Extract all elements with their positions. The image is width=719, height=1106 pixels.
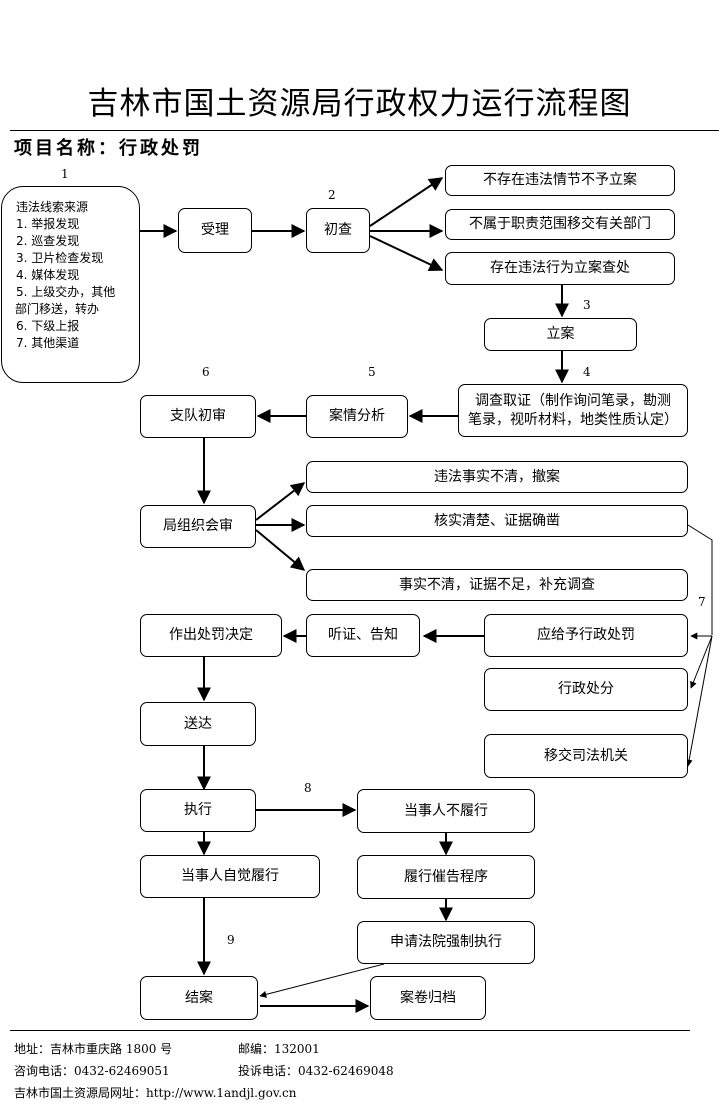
footer-postcode: 邮编：132001 [238,1042,320,1056]
clue-source-heading: 违法线索来源 [16,200,89,214]
node-violation-exists: 存在违法行为立案查处 [445,252,675,285]
clue-source-item: 3. 卫片检查发现 [16,251,104,265]
node-accept: 受理 [178,208,252,253]
step-number-2: 2 [328,188,336,202]
node-team-review: 支队初审 [140,395,256,438]
arrow-court-close [259,963,385,998]
project-name: 项目名称：行政处罚 [14,134,203,160]
step-number-1: 1 [61,167,69,181]
step-number-5: 5 [368,365,376,379]
footer-divider [10,1030,690,1031]
footer-website: 吉林市国土资源局网址：http://www.1andjl.gov.cn [14,1086,297,1100]
step-number-8: 8 [304,781,312,795]
node-bureau-review: 局组织会审 [140,505,256,548]
title-divider [10,130,719,131]
node-case-analysis: 案情分析 [306,395,408,438]
node-court: 申请法院强制执行 [357,921,535,964]
page-title: 吉林市国土资源局行政权力运行流程图 [87,86,632,122]
clue-source-item: 6. 下级上报 [16,319,80,333]
node-hearing: 听证、告知 [306,614,420,657]
node-transfer-dept: 不属于职责范围移交有关部门 [445,209,675,240]
node-no-violation: 不存在违法情节不予立案 [445,165,675,196]
node-verified: 核实清楚、证据确凿 [306,505,688,537]
node-register: 立案 [484,318,637,351]
arrow-7-judicial [685,635,713,767]
node-admin-sanction: 行政处分 [484,668,688,711]
node-self-perform: 当事人自觉履行 [140,855,320,898]
arrow-prelim-violation [369,235,444,271]
clue-source-item: 部门移送，转办 [15,302,100,316]
clue-source-item: 7. 其他渠道 [16,336,80,350]
step-number-6: 6 [202,365,210,379]
node-judicial: 移交司法机关 [484,734,688,778]
arrow-7-admin-sanction [690,635,713,689]
node-archive: 案卷归档 [370,976,486,1020]
arrow-prelim-no-violation [369,177,444,227]
clue-source-item: 1. 举报发现 [16,217,80,231]
project-label: 项目名称： [14,138,119,159]
node-not-perform: 当事人不履行 [357,789,535,833]
node-investigate-line-2: 笔录，视听材料，地类性质认定） [468,411,678,428]
node-investigate-line-1: 调查取证（制作询问笔录，勘测 [475,392,671,409]
clue-source-item: 4. 媒体发现 [16,268,80,282]
step-number-9: 9 [227,933,235,947]
connector-verified-right [687,524,713,635]
step-number-7: 7 [698,595,706,609]
node-withdraw: 违法事实不清，撤案 [306,461,688,493]
node-decision: 作出处罚决定 [140,614,282,657]
node-investigate: 调查取证（制作询问笔录，勘测 笔录，视听材料，地类性质认定） [458,384,688,437]
node-preliminary: 初查 [306,208,370,253]
node-deliver: 送达 [140,702,256,746]
node-supplement: 事实不清，证据不足，补充调查 [306,569,688,601]
clue-source-box: 违法线索来源 1. 举报发现 2. 巡查发现 3. 卫片检查发现 4. 媒体发现… [1,186,140,383]
clue-source-item: 2. 巡查发现 [16,234,80,248]
step-number-4: 4 [583,365,591,379]
footer-address: 地址：吉林市重庆路 1800 号 [14,1042,173,1056]
node-execute: 执行 [140,789,256,832]
step-number-3: 3 [583,298,591,312]
project-value: 行政处罚 [119,138,203,159]
footer-complaint-phone: 投诉电话：0432-62469048 [238,1064,394,1078]
node-should-punish: 应给予行政处罚 [484,614,688,657]
node-close: 结案 [140,976,258,1020]
clue-source-item: 5. 上级交办，其他 [16,285,116,299]
node-urge: 履行催告程序 [357,855,535,899]
arrow-bureau-supplement [255,529,306,571]
footer-consult-phone: 咨询电话：0432-62469051 [14,1064,170,1078]
arrow-bureau-withdraw [255,482,306,521]
